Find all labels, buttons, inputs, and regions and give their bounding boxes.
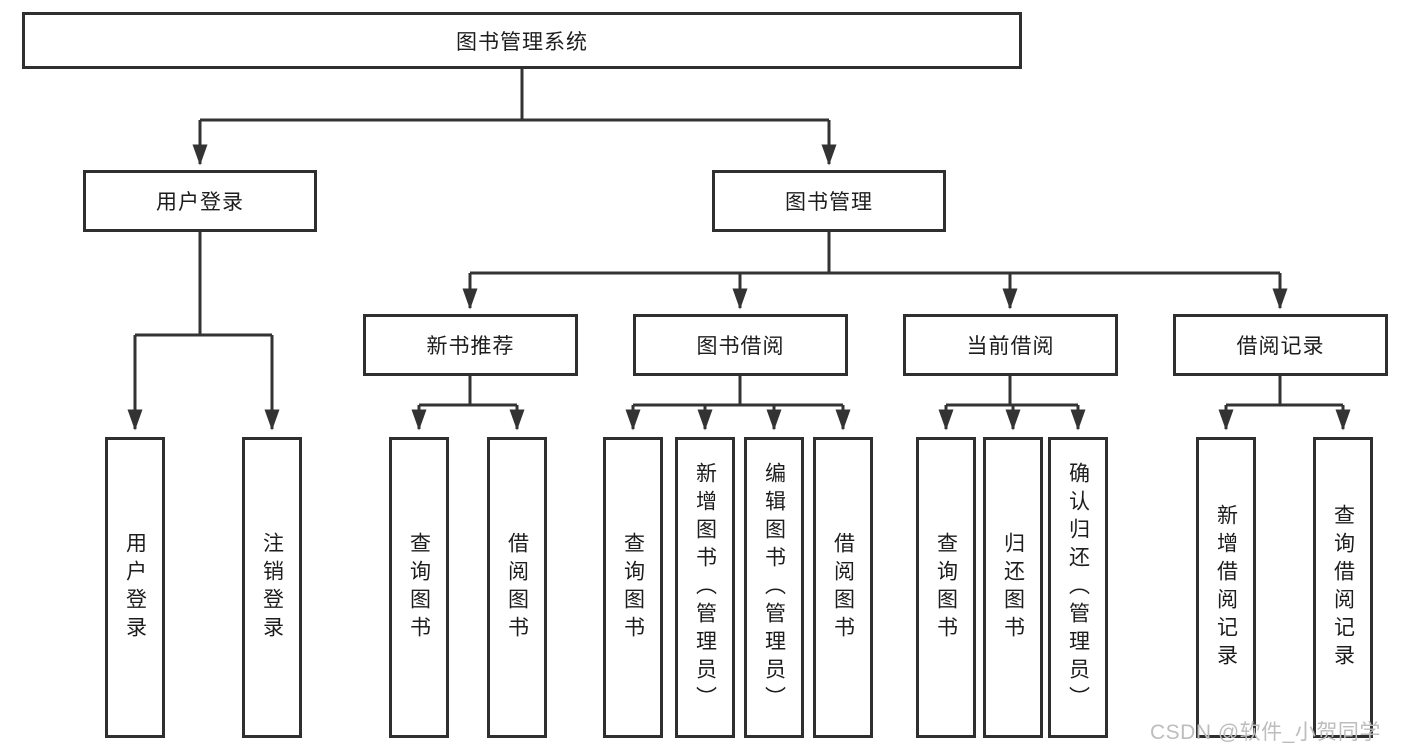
node-label: 确认归还（管理员） [1066,461,1090,714]
node-book-management: 图书管理 [712,170,946,232]
node-label: 查询图书 [934,531,958,644]
node-label: 查询借阅记录 [1331,503,1355,672]
node-logout: 注销登录 [242,437,302,738]
node-label: 用户登录 [123,531,147,644]
node-label: 新增借阅记录 [1214,503,1238,672]
node-return-book: 归还图书 [983,437,1043,738]
node-label: 借阅图书 [505,531,529,644]
node-label: 图书管理 [785,191,873,214]
node-label: 新书推荐 [426,335,515,358]
node-borrow-book-leaf: 借阅图书 [813,437,873,738]
node-query-borrow-record: 查询借阅记录 [1313,437,1373,738]
node-query-book-recommend: 查询图书 [389,437,449,738]
node-label: 注销登录 [260,531,284,644]
node-query-book-borrow: 查询图书 [603,437,663,738]
csdn-watermark: CSDN @软件_小贺同学 [1150,721,1381,744]
node-library-management-system: 图书管理系统 [22,12,1022,69]
node-label: 当前借阅 [966,335,1055,358]
node-book-borrow: 图书借阅 [633,314,848,376]
node-label: 归还图书 [1001,531,1025,644]
node-label: 查询图书 [407,531,431,644]
node-user-login: 用户登录 [83,170,317,232]
node-label: 用户登录 [156,191,244,214]
node-label: 借阅记录 [1236,335,1325,358]
node-user-login-leaf: 用户登录 [105,437,165,738]
node-confirm-return-admin: 确认归还（管理员） [1048,437,1108,738]
node-edit-book-admin: 编辑图书（管理员） [744,437,804,738]
node-label: 新增图书（管理员） [693,461,717,714]
node-current-borrow: 当前借阅 [903,314,1118,376]
node-label: 图书借阅 [696,335,785,358]
node-borrow-record: 借阅记录 [1173,314,1388,376]
node-query-book-current: 查询图书 [916,437,976,738]
node-label: 查询图书 [621,531,645,644]
node-label: 借阅图书 [831,531,855,644]
node-label: 编辑图书（管理员） [762,461,786,714]
node-borrow-book-recommend: 借阅图书 [487,437,547,738]
node-add-borrow-record: 新增借阅记录 [1196,437,1256,738]
node-new-book-recommend: 新书推荐 [363,314,578,376]
node-add-book-admin: 新增图书（管理员） [675,437,735,738]
node-label: 图书管理系统 [456,30,588,54]
